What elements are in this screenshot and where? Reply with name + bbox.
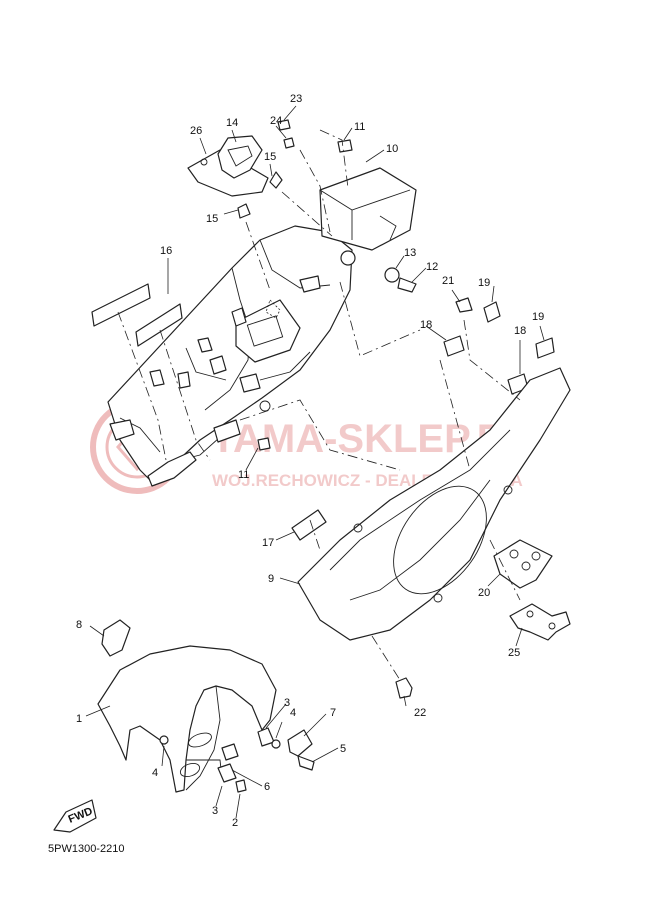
callout-5: 5	[340, 743, 346, 755]
callout-7: 7	[330, 707, 336, 719]
callout-11-bottom: 11	[238, 469, 249, 481]
callout-12: 12	[426, 261, 438, 273]
seat-strap	[187, 135, 269, 197]
callouts: 1 2 3 3 4 4 5 6 7 8 9 10 11 11 12 13 14 …	[76, 93, 544, 829]
callout-1: 1	[76, 713, 82, 725]
stickers	[91, 283, 555, 541]
callout-8: 8	[76, 619, 82, 631]
bracket-8	[101, 619, 131, 657]
callout-15-lower: 15	[206, 213, 218, 225]
callout-3-upper: 3	[284, 697, 290, 709]
callout-3-lower: 3	[212, 805, 218, 817]
callout-13: 13	[404, 247, 416, 259]
callout-6: 6	[264, 781, 270, 793]
rear-fender-frame	[107, 225, 353, 487]
callout-9: 9	[268, 573, 274, 585]
callout-14: 14	[226, 117, 238, 129]
bracket-25	[509, 603, 571, 641]
callout-17: 17	[262, 537, 274, 549]
callout-16: 16	[160, 245, 172, 257]
bolt-22	[395, 677, 413, 699]
callout-19-right: 19	[532, 311, 544, 323]
callout-21: 21	[442, 275, 454, 287]
callout-4-left: 4	[152, 767, 158, 779]
callout-18-left: 18	[420, 319, 432, 331]
callout-10: 10	[386, 143, 398, 155]
front-fender	[97, 645, 277, 793]
rear-fender-9	[297, 367, 571, 641]
leader-lines	[85, 105, 545, 819]
callout-18-right: 18	[514, 325, 526, 337]
callout-25: 25	[508, 647, 520, 659]
callout-22: 22	[414, 707, 426, 719]
callout-2: 2	[232, 817, 238, 829]
fender-hardware	[159, 727, 315, 793]
reference-code: 5PW1300-2210	[48, 843, 125, 855]
flap-20	[493, 539, 553, 589]
callout-23: 23	[290, 93, 302, 105]
callout-4-right: 4	[290, 707, 296, 719]
callout-19-left: 19	[478, 277, 490, 289]
callout-24: 24	[270, 115, 282, 127]
bracket-assembly	[237, 119, 417, 451]
callout-11-top: 11	[354, 121, 365, 133]
callout-15-upper: 15	[264, 151, 276, 163]
callout-26: 26	[190, 125, 202, 137]
assembly-lines	[117, 129, 521, 681]
fwd-arrow: FWD	[53, 799, 97, 833]
callout-20: 20	[478, 587, 490, 599]
